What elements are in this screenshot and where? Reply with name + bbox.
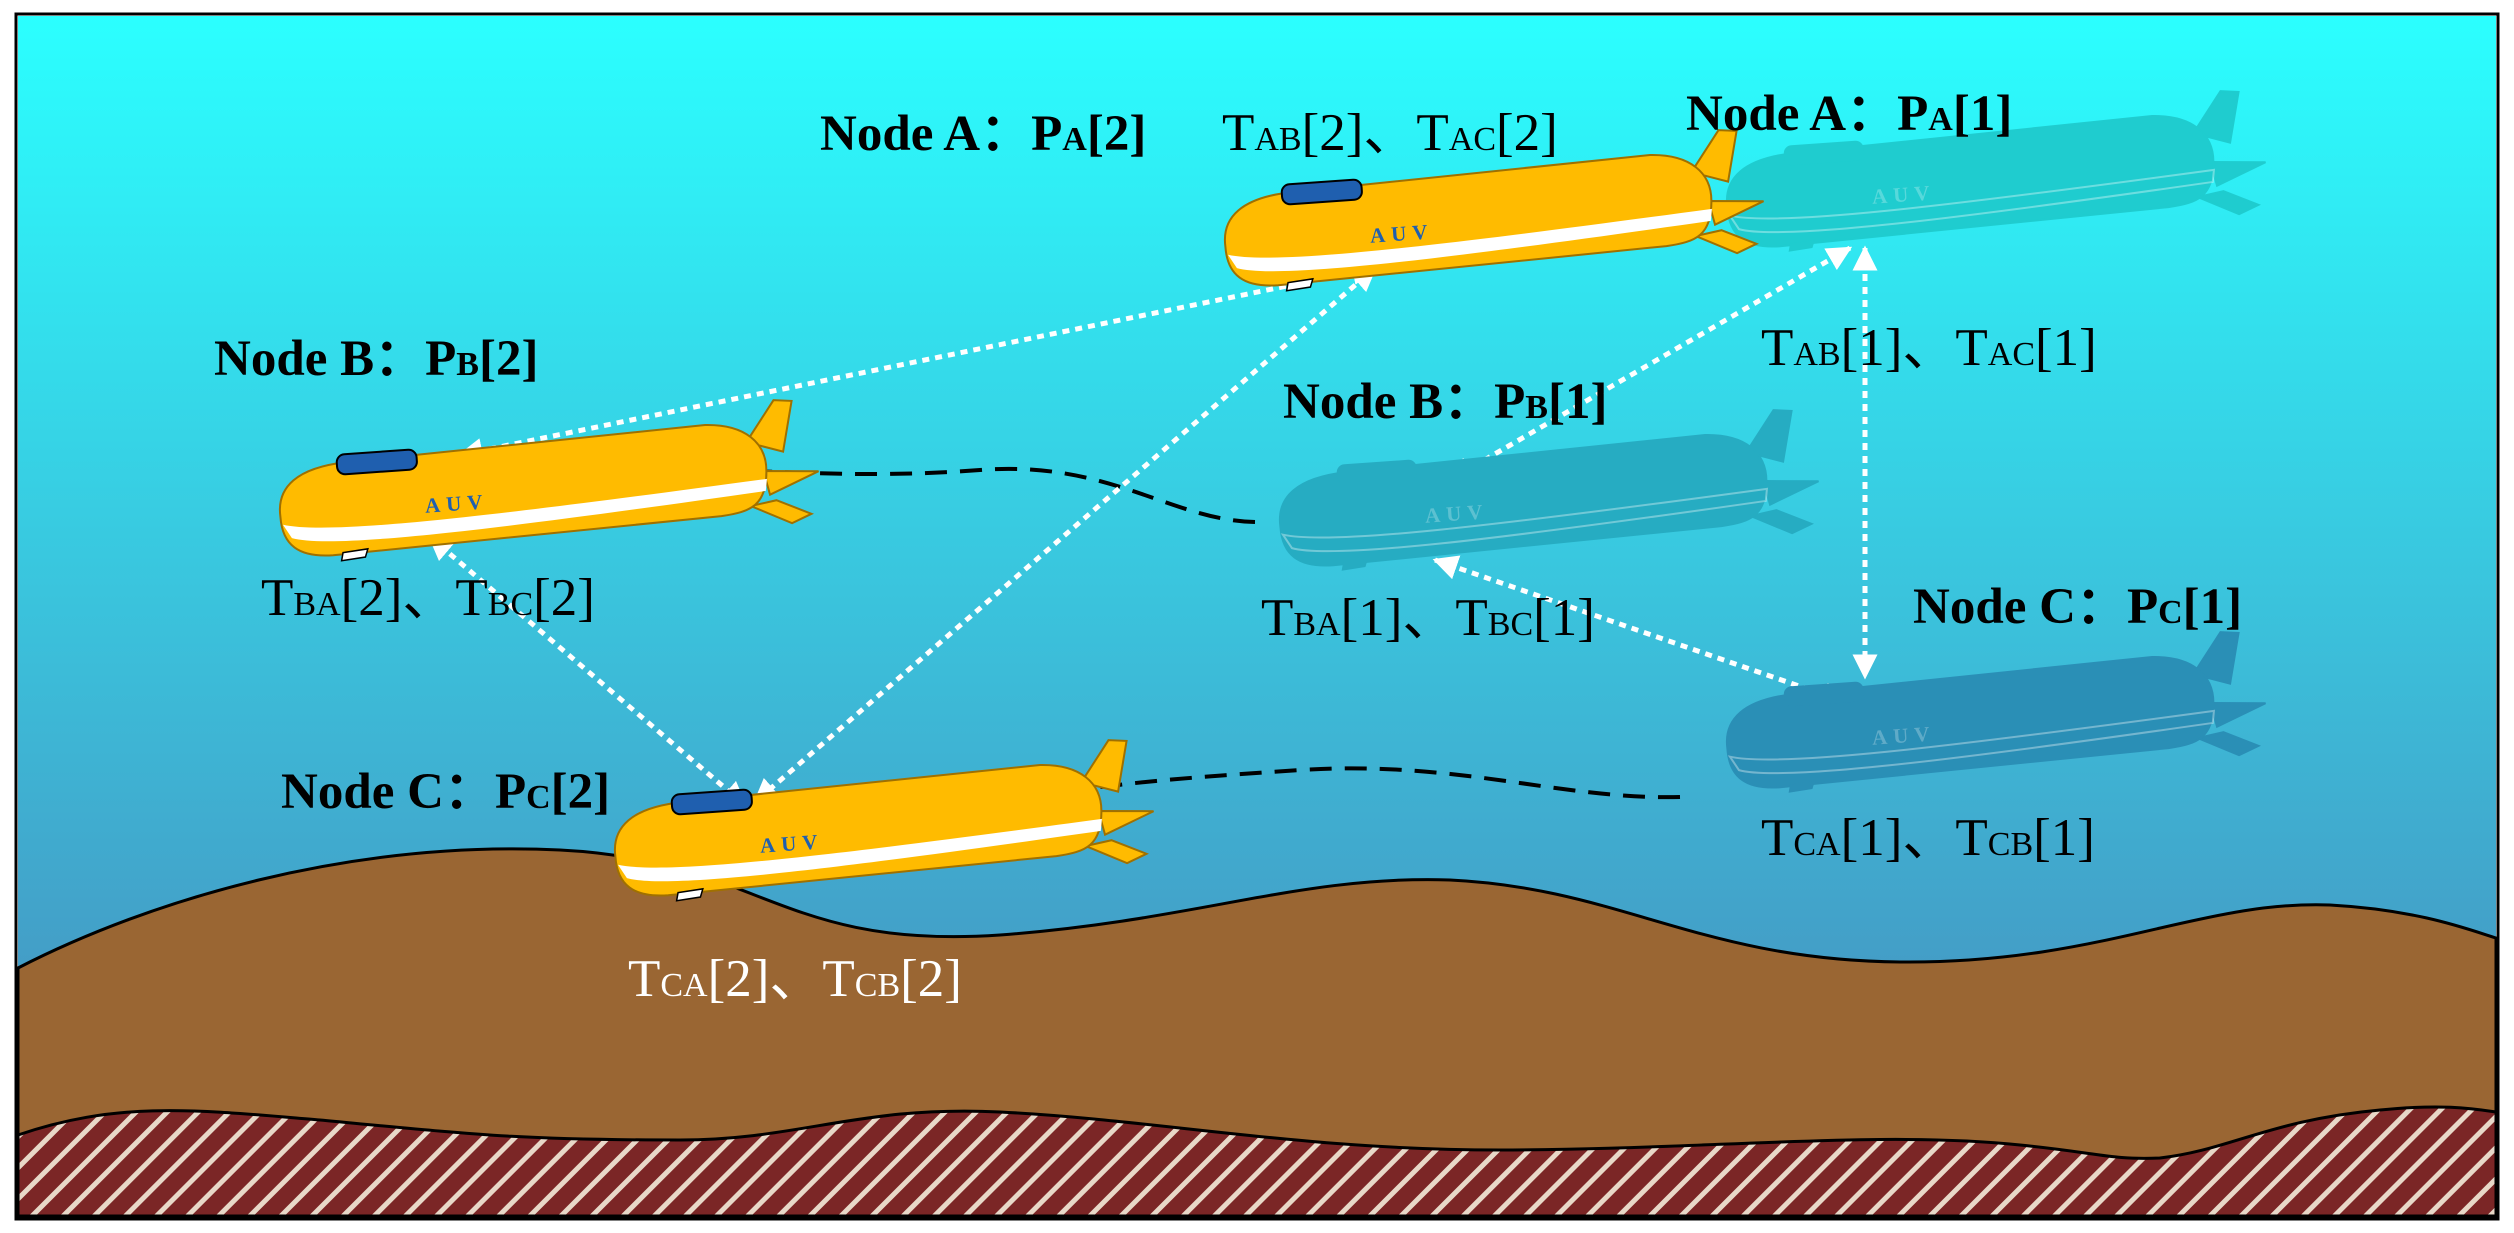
time-label-c2: TCA[2]、TCB[2] bbox=[628, 950, 962, 1008]
node-label-b1: Node B：PB[1] bbox=[1283, 374, 1607, 430]
node-label-b2: Node B：PB[2] bbox=[214, 331, 538, 387]
auv-node-b2: AUV bbox=[278, 399, 819, 562]
diagram-frame bbox=[14, 12, 2500, 1221]
auv-label: AUV bbox=[424, 489, 489, 517]
time-label-a1: TAB[1]、TAC[1] bbox=[1761, 319, 2097, 377]
auv-ghost-b1: AUV bbox=[1278, 409, 1819, 571]
seabed bbox=[16, 847, 2498, 1218]
link-a2-c2 bbox=[753, 266, 1377, 804]
auv-node-a2: AUV bbox=[1223, 129, 1764, 292]
node-label-c2: Node C：PC[2] bbox=[281, 764, 610, 820]
auv-label: AUV bbox=[1871, 180, 1936, 208]
auv-node-c2: AUV bbox=[613, 739, 1154, 902]
communication-links bbox=[428, 245, 1878, 807]
auv-label: AUV bbox=[1871, 721, 1936, 749]
time-label-a2: TAB[2]、TAC[2] bbox=[1222, 104, 1558, 162]
link-b2-c2 bbox=[428, 535, 747, 807]
auv-label: AUV bbox=[1424, 499, 1489, 527]
time-label-b2: TBA[2]、TBC[2] bbox=[261, 569, 595, 627]
bedrock bbox=[16, 1105, 2498, 1218]
node-label-a1: Node A：PA[1] bbox=[1686, 86, 2012, 142]
auv-label: AUV bbox=[1369, 219, 1434, 247]
auv-ghost-a1: AUV bbox=[1725, 90, 2266, 252]
time-label-b1: TBA[1]、TBC[1] bbox=[1261, 589, 1595, 647]
time-label-c1: TCA[1]、TCB[1] bbox=[1761, 809, 2095, 867]
auv-label: AUV bbox=[759, 829, 824, 857]
node-label-a2: Node A：PA[2] bbox=[820, 106, 1146, 162]
node-label-c1: Node C：PC[1] bbox=[1913, 579, 2242, 635]
auv-ghost-c1: AUV bbox=[1725, 631, 2266, 793]
